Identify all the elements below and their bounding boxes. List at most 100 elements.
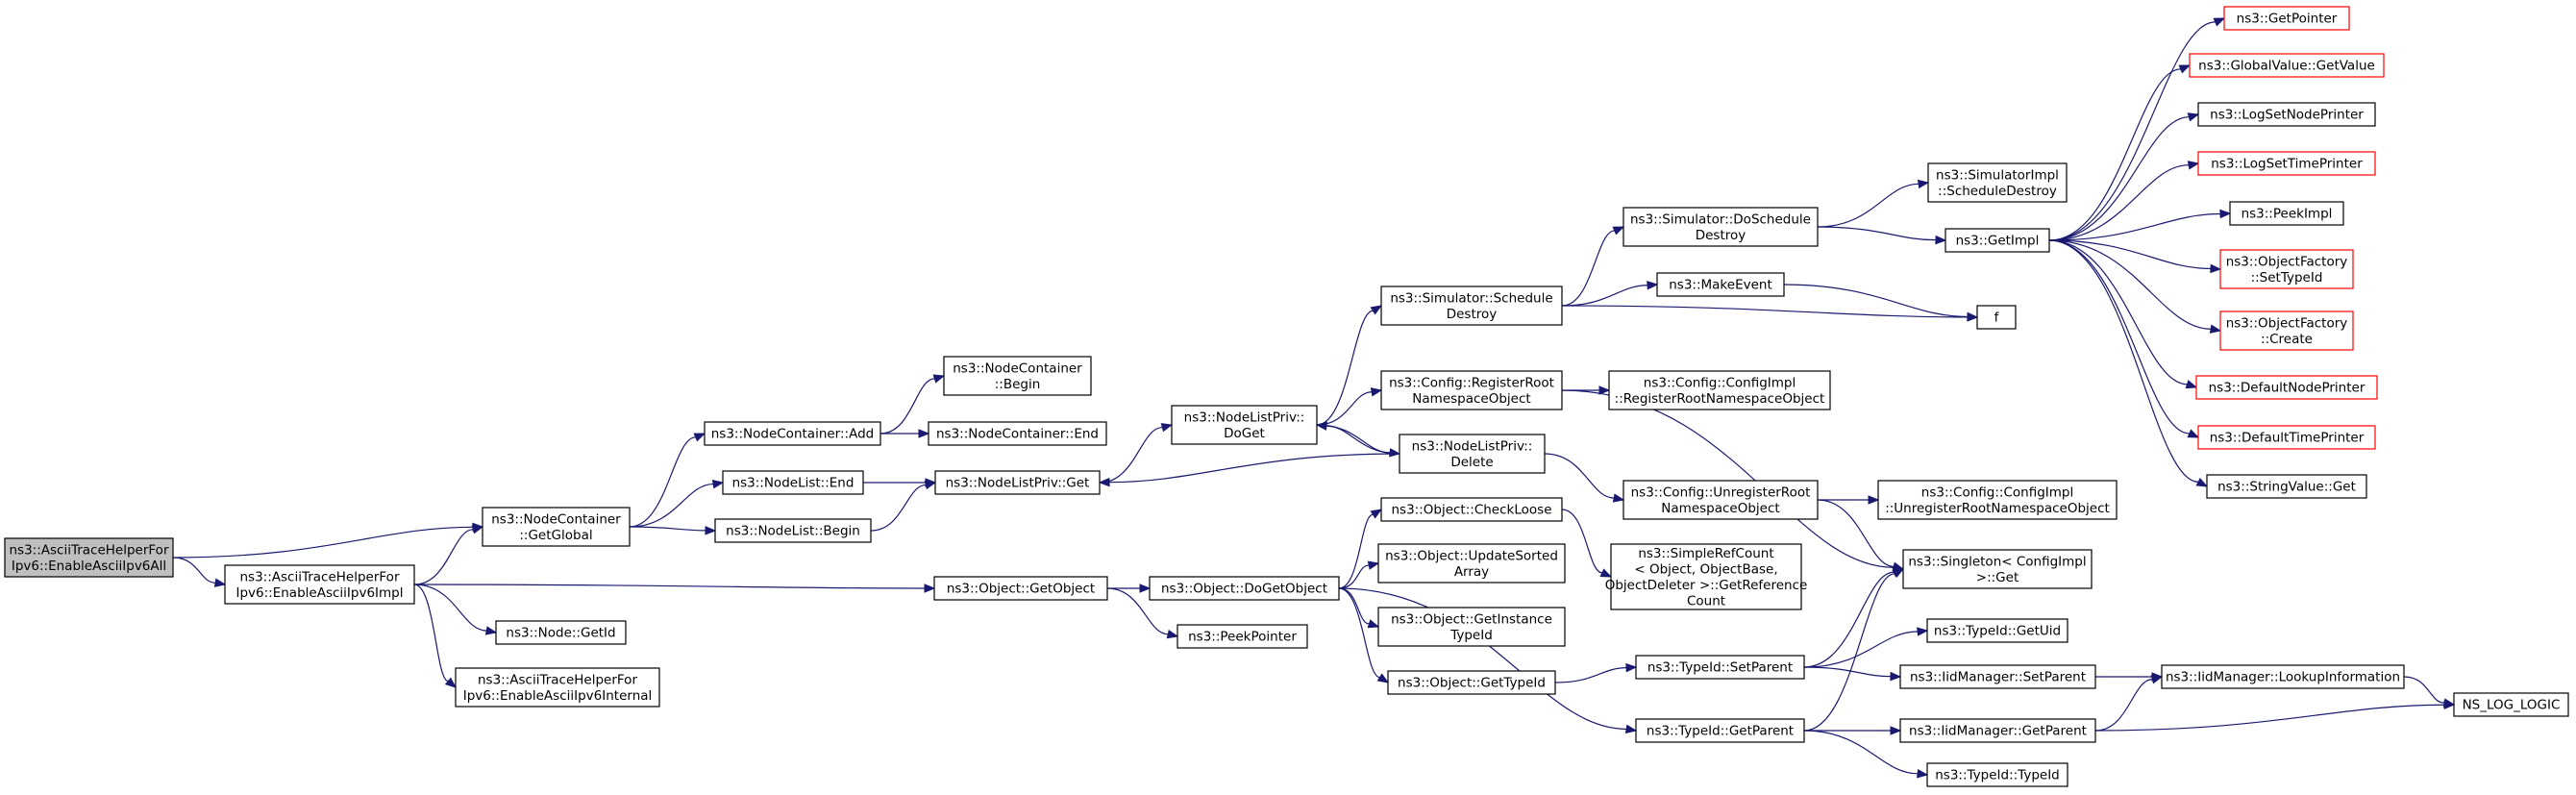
node-box (1610, 543, 1802, 610)
arrowhead (1370, 305, 1383, 315)
node-objDoGetObject[interactable]: ns3::Object::DoGetObject (1149, 576, 1340, 601)
node-simSchedDestroy[interactable]: ns3::Simulator::ScheduleDestroy (1380, 286, 1563, 326)
node-enableImpl[interactable]: ns3::AsciiTraceHelperForIpv6::EnableAsci… (224, 564, 415, 605)
edge-line (2403, 676, 2445, 704)
arrowhead (1612, 226, 1625, 236)
node-logSetNode[interactable]: ns3::LogSetNodePrinter (2197, 102, 2376, 127)
arrowhead (1647, 281, 1659, 290)
edge-line (2048, 68, 2181, 241)
arrowhead (2187, 161, 2200, 170)
node-tidGetParent[interactable]: ns3::TypeId::GetParent (1635, 718, 1805, 743)
node-nsLogLogic[interactable]: NS_LOG_LOGIC (2453, 692, 2569, 717)
edge-line (2048, 212, 2221, 241)
arrowhead (932, 374, 946, 384)
node-label: Count (1687, 593, 1725, 609)
edge-line (1316, 424, 1391, 454)
node-box (1177, 624, 1308, 649)
node-nlEnd[interactable]: ns3::NodeList::End (722, 470, 864, 495)
node-tidGetUid[interactable]: ns3::TypeId::GetUid (1926, 618, 2068, 643)
node-simImplSched[interactable]: ns3::SimulatorImpl::ScheduleDestroy (1927, 162, 2068, 203)
node-ofSetTypeId[interactable]: ns3::ObjectFactory::SetTypeId (2219, 249, 2354, 289)
node-box (1399, 434, 1546, 474)
node-cfgImplUnregister[interactable]: ns3::Config::ConfigImpl::UnregisterRootN… (1877, 480, 2118, 520)
node-f[interactable]: f (1976, 305, 2017, 330)
node-cfgRegister[interactable]: ns3::Config::RegisterRootNamespaceObject (1380, 370, 1563, 410)
arrowhead (1890, 671, 1902, 682)
arrowhead (1370, 387, 1383, 397)
node-defNodePrinter[interactable]: ns3::DefaultNodePrinter (2195, 375, 2378, 400)
node-objCheckLoose[interactable]: ns3::Object::CheckLoose (1380, 497, 1563, 522)
node-getPointer[interactable]: ns3::GetPointer (2223, 6, 2350, 31)
node-label: ::ScheduleDestroy (1938, 184, 2057, 199)
node-gvGetValue[interactable]: ns3::GlobalValue::GetValue (2189, 53, 2385, 78)
edge-line (2048, 21, 2216, 241)
node-nodeGetId[interactable]: ns3::Node::GetId (495, 620, 627, 645)
node-label: ns3::Object::DoGetObject (1161, 582, 1327, 597)
node-label: ::GetGlobal (519, 528, 592, 543)
edge-line (1803, 571, 1895, 668)
node-label: ns3::NodeListPriv::Get (946, 476, 1090, 491)
node-getImpl[interactable]: ns3::GetImpl (1944, 228, 2050, 253)
edge-line (1803, 573, 1895, 732)
node-peekPointer[interactable]: ns3::PeekPointer (1177, 624, 1308, 649)
node-ncAdd[interactable]: ns3::NodeContainer::Add (704, 421, 881, 446)
edge-line (879, 378, 935, 435)
node-tidSetParent[interactable]: ns3::TypeId::SetParent (1635, 655, 1805, 680)
node-tidTypeId[interactable]: ns3::TypeId::TypeId (1926, 762, 2068, 787)
edge-line (1817, 226, 1937, 241)
node-label: ::Create (2261, 332, 2313, 347)
node-nlpDoGet[interactable]: ns3::NodeListPriv::DoGet (1171, 405, 1318, 445)
arrowhead (1376, 673, 1390, 683)
node-nlBegin[interactable]: ns3::NodeList::Begin (714, 518, 872, 543)
node-iidGetParent[interactable]: ns3::IidManager::GetParent (1899, 718, 2096, 743)
arrowhead (711, 479, 725, 489)
edge-enableImpl-to-enableInternal (413, 584, 458, 688)
node-nlpDelete[interactable]: ns3::NodeListPriv::Delete (1399, 434, 1546, 474)
arrowhead (2187, 429, 2200, 438)
node-ofCreate[interactable]: ns3::ObjectFactory::Create (2219, 311, 2354, 351)
edge-line (1099, 426, 1163, 484)
arrowhead (484, 626, 498, 635)
node-label: ns3::ObjectFactory (2226, 315, 2348, 331)
node-makeEvent[interactable]: ns3::MakeEvent (1656, 272, 1785, 297)
node-logSetTime[interactable]: ns3::LogSetTimePrinter (2197, 151, 2376, 176)
node-cfgUnregister[interactable]: ns3::Config::UnregisterRootNamespaceObje… (1622, 480, 1819, 520)
node-ncBegin[interactable]: ns3::NodeContainer::Begin (943, 356, 1092, 396)
edge-getImpl-to-defNodePrinter (2048, 239, 2198, 389)
arrowhead (1370, 509, 1383, 519)
node-nlpGet[interactable]: ns3::NodeListPriv::Get (934, 470, 1101, 495)
arrowhead (2187, 112, 2200, 122)
node-objGetObject[interactable]: ns3::Object::GetObject (933, 576, 1108, 601)
node-label: ns3::Config::ConfigImpl (1644, 375, 1796, 390)
node-simpleRef[interactable]: ns3::SimpleRefCount< Object, ObjectBase,… (1605, 543, 1808, 610)
node-iidLookup[interactable]: ns3::IidManager::LookupInformation (2161, 664, 2405, 689)
node-cfgImplRegister[interactable]: ns3::Config::ConfigImpl::RegisterRootNam… (1608, 370, 1831, 410)
node-ncEnd[interactable]: ns3::NodeContainer::End (928, 421, 1107, 446)
node-label: DoGet (1224, 426, 1265, 441)
edge-line (1338, 513, 1374, 589)
node-box (1377, 607, 1566, 647)
node-svGet[interactable]: ns3::StringValue::Get (2206, 474, 2367, 499)
node-box (1927, 162, 2068, 203)
node-label: ns3::DefaultNodePrinter (2209, 381, 2365, 396)
node-defTimePrinter[interactable]: ns3::DefaultTimePrinter (2197, 425, 2376, 450)
node-enableInternal[interactable]: ns3::AsciiTraceHelperForIpv6::EnableAsci… (455, 667, 660, 708)
node-objGetTypeId[interactable]: ns3::Object::GetTypeId (1387, 670, 1556, 695)
node-peekImpl[interactable]: ns3::PeekImpl (2229, 201, 2344, 226)
node-label: ns3::MakeEvent (1669, 278, 1772, 293)
node-label: ns3::Simulator::Schedule (1390, 290, 1552, 306)
node-label: ns3::Simulator::DoSchedule (1630, 211, 1811, 227)
arrowhead (1917, 627, 1929, 636)
node-label: ns3::LogSetNodePrinter (2210, 108, 2364, 123)
node-getGlobal[interactable]: ns3::NodeContainer::GetGlobal (482, 507, 631, 547)
node-iidSetParent[interactable]: ns3::IidManager::SetParent (1899, 664, 2096, 689)
node-root[interactable]: ns3::AsciiTraceHelperForIpv6::EnableAsci… (4, 537, 174, 578)
edge-line (1803, 631, 1919, 668)
arrowhead (1917, 769, 1929, 779)
arrowhead (1967, 311, 1979, 322)
edge-iidGetParent-to-iidLookup (2094, 675, 2164, 732)
node-singletonGet[interactable]: ns3::Singleton< ConfigImpl >::Get (1902, 549, 2093, 589)
